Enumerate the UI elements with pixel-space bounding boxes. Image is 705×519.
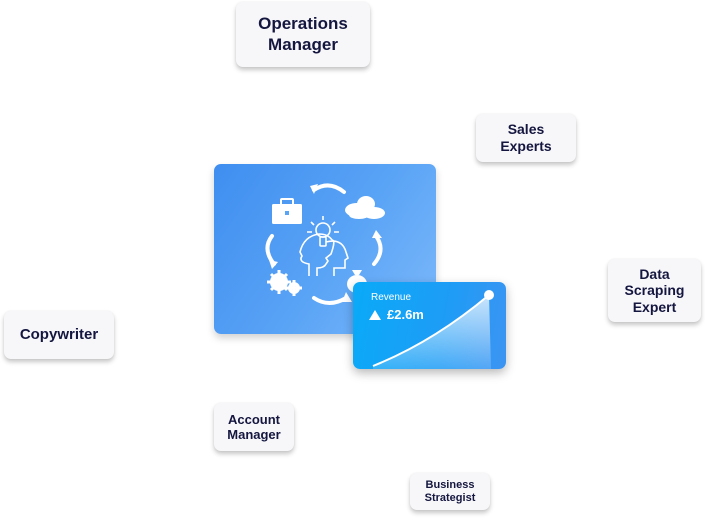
role-label-line: Strategist	[424, 491, 476, 504]
role-label-line: Copywriter	[19, 326, 99, 344]
trend-up-icon	[369, 309, 381, 320]
role-card-operations-manager: Operations Manager	[236, 2, 370, 67]
arrow-top	[312, 183, 346, 194]
revenue-label: Revenue	[371, 292, 412, 303]
role-label-line: Sales	[507, 121, 545, 138]
role-label-line: Business	[425, 478, 475, 491]
role-card-data-scraping-expert: Data Scraping Expert	[608, 259, 701, 322]
revenue-trend-chart	[372, 290, 494, 369]
revenue-trend-area	[373, 295, 491, 369]
role-label-line: Manager	[227, 427, 281, 442]
revenue-value: £2.6m	[387, 307, 424, 322]
briefcase-icon	[272, 198, 302, 224]
role-card-account-manager: Account Manager	[214, 403, 294, 451]
cloud-icon	[345, 196, 385, 219]
revenue-value-row: £2.6m	[369, 307, 424, 322]
role-card-business-strategist: Business Strategist	[410, 473, 490, 510]
arrow-left	[265, 234, 276, 266]
revenue-trend-line	[372, 294, 490, 367]
role-label-line: Scraping	[624, 282, 685, 299]
role-label-line: Data	[639, 265, 670, 282]
role-card-copywriter: Copywriter	[4, 311, 114, 359]
role-label-line: Experts	[500, 138, 552, 154]
arrow-bottom	[312, 296, 348, 305]
lightbulb-head-icon	[299, 216, 349, 276]
role-label-line: Manager	[268, 34, 338, 54]
revenue-trend-endpoint	[484, 290, 494, 300]
role-label-line: Expert	[632, 298, 677, 315]
role-card-sales-experts: Sales Experts	[476, 114, 576, 162]
arrow-right	[372, 234, 383, 266]
role-label-line: Account	[228, 411, 280, 427]
role-label-line: Operations	[258, 14, 348, 34]
revenue-card: Revenue £2.6m	[353, 282, 506, 369]
